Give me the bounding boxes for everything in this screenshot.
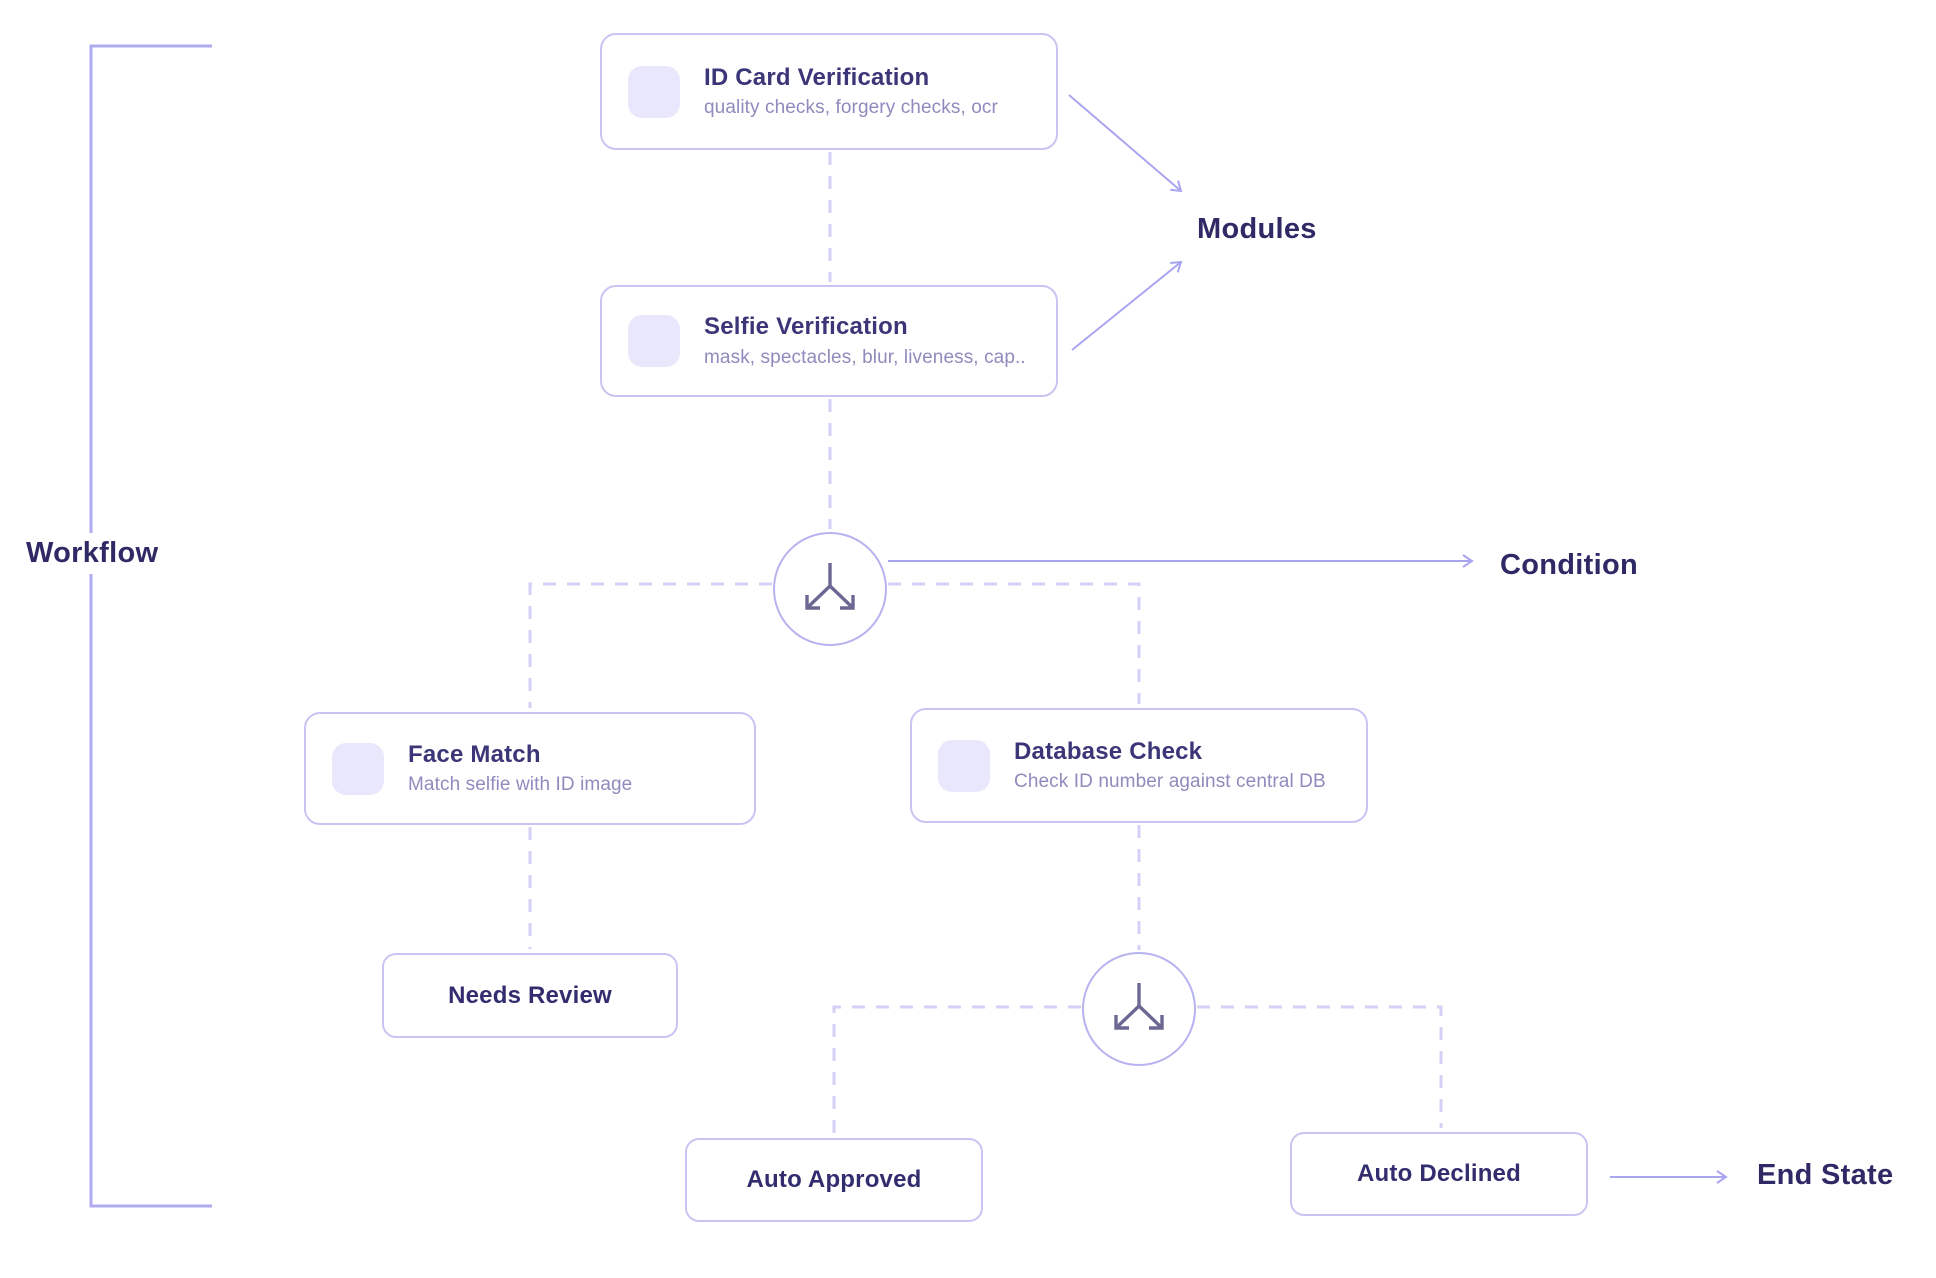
arrow-idcard-to-modules [1068, 94, 1183, 193]
module-placeholder-icon [628, 65, 680, 118]
condition-node-1 [773, 532, 887, 646]
modules-label: Modules [1195, 209, 1319, 250]
connector-condition2-autodeclined [1197, 1005, 1443, 1128]
node-selfie-verification: Selfie Verification mask, spectacles, bl… [600, 285, 1058, 397]
node-auto-approved: Auto Approved [685, 1138, 983, 1222]
dashed-connectors [528, 152, 1443, 1134]
condition-label: Condition [1498, 545, 1640, 586]
node-subtitle: mask, spectacles, blur, liveness, cap.. [704, 346, 1026, 368]
workflow-label: Workflow [24, 533, 161, 574]
condition-node-2 [1082, 952, 1196, 1066]
end-state-label: End State [1755, 1155, 1896, 1196]
branch-split-icon [805, 563, 855, 610]
node-needs-review: Needs Review [382, 953, 678, 1038]
node-face-match: Face Match Match selfie with ID image [304, 712, 756, 825]
node-title: Face Match [408, 740, 541, 768]
connector-condition2-autoapproved [832, 1005, 1081, 1134]
node-database-check: Database Check Check ID number against c… [910, 708, 1368, 823]
module-placeholder-icon [628, 315, 680, 367]
arrow-selfie-to-modules [1071, 260, 1183, 351]
node-subtitle: Check ID number against central DB [1014, 771, 1326, 793]
node-id-card-verification: ID Card Verification quality checks, for… [600, 33, 1058, 150]
module-placeholder-icon [938, 739, 990, 792]
connector-condition1-facematch [528, 582, 772, 708]
branch-split-icon [1114, 983, 1164, 1030]
node-auto-declined: Auto Declined [1290, 1132, 1588, 1216]
node-label: Auto Declined [1357, 1160, 1521, 1187]
node-title: Selfie Verification [704, 313, 908, 341]
node-label: Needs Review [448, 981, 612, 1009]
node-subtitle: quality checks, forgery checks, ocr [704, 97, 998, 119]
node-label: Auto Approved [746, 1166, 922, 1193]
node-title: ID Card Verification [704, 63, 930, 91]
workflow-bracket [89, 44, 212, 1208]
node-title: Database Check [1014, 737, 1203, 765]
connector-condition1-dbcheck [888, 582, 1141, 704]
annotation-arrows [888, 94, 1728, 1184]
node-subtitle: Match selfie with ID image [408, 774, 633, 796]
module-placeholder-icon [332, 742, 384, 795]
